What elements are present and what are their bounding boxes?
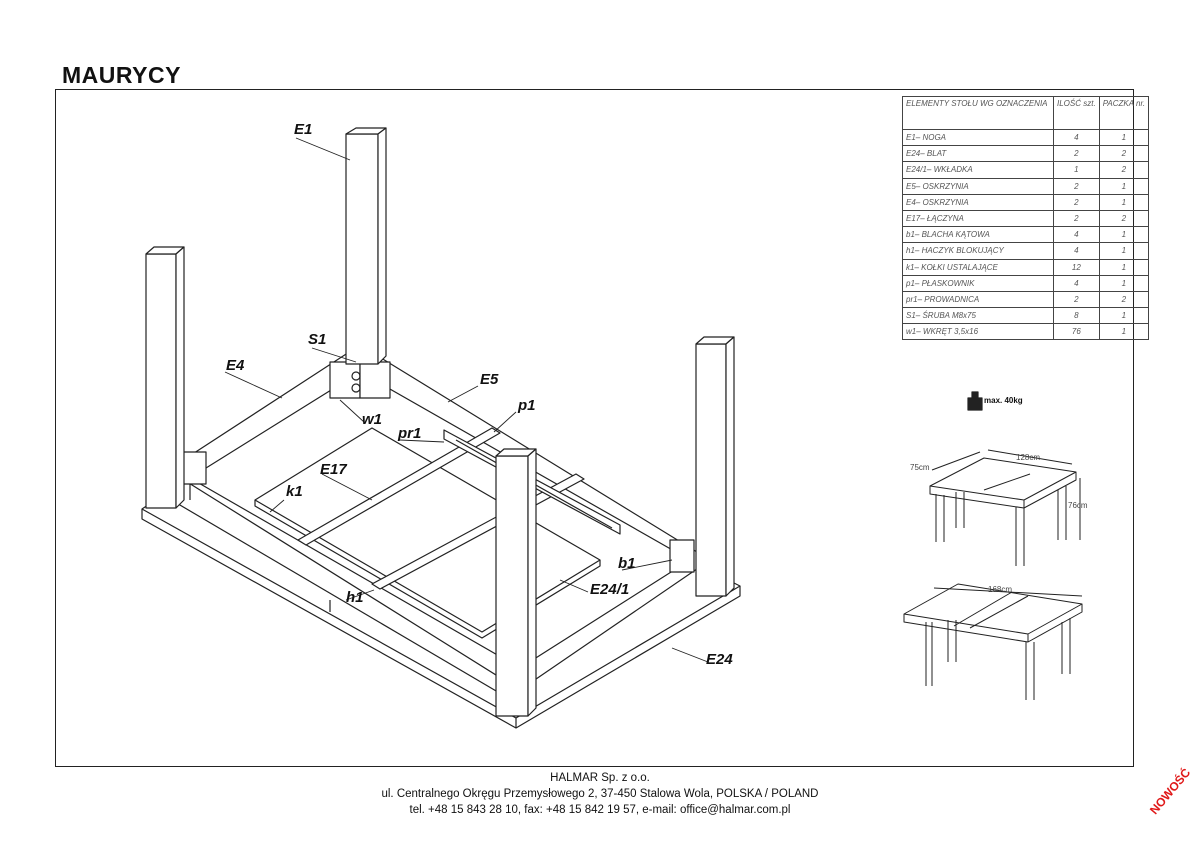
product-title: MAURYCY	[62, 62, 181, 88]
table-closed-sketch	[929, 449, 1081, 566]
legs	[145, 127, 735, 717]
label-w1: w1	[362, 411, 382, 428]
label-p1: p1	[517, 397, 536, 414]
dim-height: 76cm	[1068, 501, 1088, 510]
drawing-frame	[55, 89, 1134, 767]
label-e4: E4	[226, 357, 245, 374]
label-k1: k1	[286, 483, 303, 500]
max-weight-label: max. 40kg	[984, 396, 1023, 405]
label-e17: E17	[320, 461, 347, 478]
label-e24: E24	[706, 651, 733, 668]
label-e24-1: E24/1	[590, 581, 629, 598]
dim-length-open: 168cm	[988, 585, 1012, 594]
parts-table-header: ELEMENTY STOŁU WG OZNACZENIA ILOŚĆ szt. …	[902, 96, 1150, 130]
footer-address: ul. Centralnego Okręgu Przemysłowego 2, …	[381, 788, 819, 800]
header-qty: ILOŚĆ szt.	[1053, 96, 1100, 130]
parts-table: ELEMENTY STOŁU WG OZNACZENIA ILOŚĆ szt. …	[902, 96, 1150, 341]
header-package: PACZKA nr.	[1098, 96, 1150, 130]
label-pr1: pr1	[397, 425, 421, 442]
label-h1: h1	[346, 589, 364, 606]
label-e5: E5	[480, 371, 499, 388]
footer-company: HALMAR Sp. z o.o.	[550, 772, 650, 784]
footer-contact: tel. +48 15 843 28 10, fax: +48 15 842 1…	[409, 804, 791, 816]
table-open-sketch	[903, 583, 1083, 700]
footer: HALMAR Sp. z o.o. ul. Centralnego Okręgu…	[0, 770, 1200, 818]
callout-labels: E1 S1 E4 E5 p1 pr1 w1 E17 k1 b1 E24/1 h1…	[226, 121, 733, 668]
leader-lines	[224, 137, 709, 663]
dim-depth: 75cm	[910, 463, 930, 472]
header-elements: ELEMENTY STOŁU WG OZNACZENIA	[902, 96, 1054, 130]
label-e1: E1	[294, 121, 312, 138]
label-b1: b1	[618, 555, 636, 572]
corner-brackets	[181, 361, 695, 573]
dimension-labels: 128cm 75cm 76cm 168cm	[910, 453, 1088, 594]
dim-length-closed: 128cm	[1016, 453, 1040, 462]
label-s1: S1	[308, 331, 326, 348]
weight-icon	[967, 391, 983, 411]
